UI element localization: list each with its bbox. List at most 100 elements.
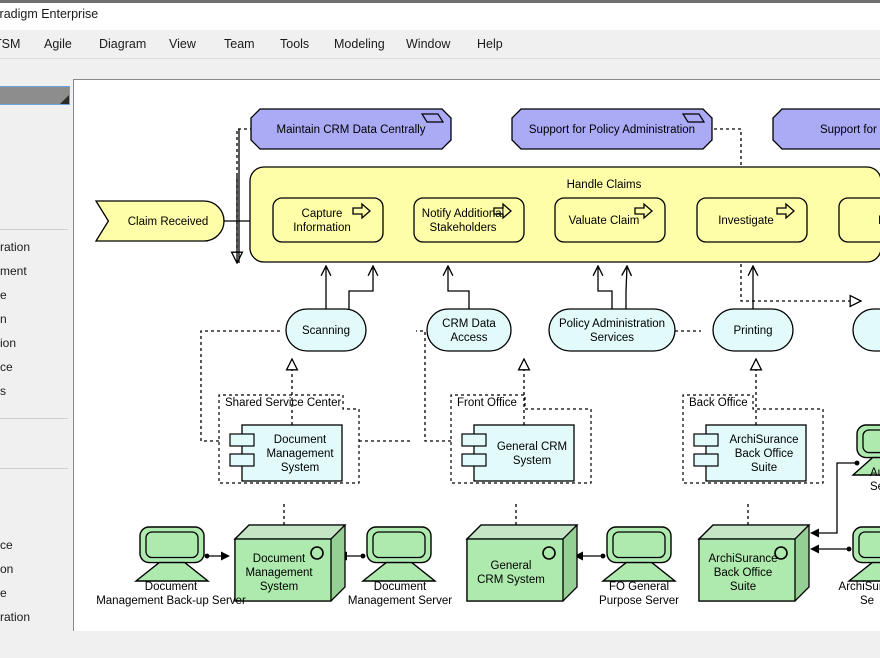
svg-text:Maintain CRM Data Centrally: Maintain CRM Data Centrally (277, 124, 426, 136)
sidebar-item-b-3[interactable]: ration (0, 610, 31, 624)
menu-item-agile[interactable]: Agile (44, 37, 72, 51)
business-process-4[interactable] (838, 197, 880, 243)
sidebar-item-a-3[interactable]: n (0, 312, 7, 326)
service-shape (426, 308, 512, 352)
sidebar-item-b-1[interactable]: on (0, 562, 14, 576)
motivation-element-2[interactable] (772, 108, 880, 150)
sidebar-item-b-0[interactable]: ce (0, 538, 13, 552)
technology-device-4[interactable] (851, 424, 880, 476)
motivation-element-1[interactable] (511, 108, 713, 150)
svg-text:Valuate Claim: Valuate Claim (569, 215, 640, 227)
diagram-canvas[interactable]: Maintain CRM Data Centrally Support for P… (73, 79, 880, 631)
svg-text:Investigate: Investigate (718, 215, 774, 227)
process-arrow-icon (776, 202, 795, 220)
node-icon (310, 546, 324, 560)
svg-text:Capture: Capture (302, 208, 343, 220)
business-event[interactable] (94, 200, 225, 242)
connector (416, 330, 451, 442)
menu-item-window[interactable]: Window (406, 37, 451, 51)
svg-text:General: General (491, 560, 532, 572)
sidebar-divider (0, 418, 68, 419)
menu-item-diagram[interactable]: Diagram (99, 37, 147, 51)
sidebar-item-b-2[interactable]: e (0, 586, 7, 600)
archimate-diagram[interactable]: Maintain CRM Data Centrally Support for P… (74, 80, 880, 631)
menu-item-view[interactable]: View (169, 37, 196, 51)
grouping-1[interactable] (450, 394, 592, 484)
svg-text:Support for Policy Administrat: Support for Policy Administration (529, 124, 695, 136)
technology-device-0[interactable] (133, 526, 211, 582)
application-component-1[interactable] (461, 424, 575, 482)
menu-item-modeling[interactable]: Modeling (334, 37, 385, 51)
svg-text:Suite: Suite (730, 581, 756, 593)
svg-text:Au: Au (870, 467, 880, 479)
component-port-icon (461, 433, 487, 447)
process-label-2: Valuate Claim (569, 215, 640, 227)
device-stand (846, 561, 880, 582)
sidebar-selected-item[interactable] (0, 86, 70, 105)
technology-node-1[interactable] (465, 524, 579, 602)
svg-text:Access: Access (450, 332, 487, 344)
application-service-2[interactable] (548, 308, 676, 352)
device-stand (360, 561, 438, 582)
node-top (465, 524, 579, 540)
sidebar-item-a-5[interactable]: ce (0, 360, 13, 374)
device-inner-screen (372, 531, 426, 559)
service-shape (852, 308, 880, 352)
application-service-0[interactable] (285, 308, 367, 352)
sidebar-item-a-4[interactable]: ion (0, 336, 17, 350)
svg-text:Management Back-up Server: Management Back-up Server (96, 595, 246, 607)
technology-node-2[interactable] (697, 524, 811, 602)
svg-text:Suite: Suite (751, 462, 777, 474)
requirement-icon (681, 113, 706, 123)
device-stand (851, 456, 880, 476)
application-service-1[interactable] (426, 308, 512, 352)
business-process-1[interactable] (413, 197, 525, 243)
menu-item-team[interactable]: Team (224, 37, 255, 51)
svg-text:Pay: Pay (878, 215, 880, 227)
svg-text:ArchiSurance: ArchiSurance (708, 553, 777, 565)
menu-item-tsm[interactable]: TSM (0, 37, 21, 51)
svg-text:Document: Document (374, 581, 427, 593)
technology-device-1[interactable] (360, 526, 438, 582)
application-component-2[interactable] (693, 424, 807, 482)
menu-item-help[interactable]: Help (477, 37, 503, 51)
sidebar-item-a-0[interactable]: ration (0, 240, 31, 254)
service-shape (548, 308, 676, 352)
svg-text:Back Office: Back Office (714, 567, 773, 579)
node-icon (542, 546, 556, 560)
sidebar-item-a-2[interactable]: e (0, 288, 7, 302)
business-process-2[interactable] (554, 197, 666, 243)
technology-device-3[interactable] (846, 526, 880, 582)
business-process-3[interactable] (696, 197, 808, 243)
component-port-icon (693, 433, 719, 447)
motivation-label-1: Support for Policy Administration (529, 124, 695, 136)
technology-node-0[interactable] (233, 524, 347, 602)
business-process-0[interactable] (272, 197, 384, 243)
svg-text:Handle Claims: Handle Claims (567, 179, 642, 191)
menu-item-tools[interactable]: Tools (280, 37, 310, 51)
svg-text:Notify Additional: Notify Additional (422, 208, 504, 220)
application-component-0[interactable] (229, 424, 343, 482)
node-top (233, 524, 347, 540)
component-port-icon (229, 433, 255, 447)
application-service-4[interactable] (852, 308, 880, 352)
motivation-element-0[interactable] (250, 108, 452, 150)
technology-device-2[interactable] (600, 526, 678, 582)
grouping-2[interactable] (682, 394, 824, 484)
node-front (466, 538, 564, 602)
service-label-0: Scanning (302, 325, 350, 337)
svg-text:CRM Data: CRM Data (442, 318, 496, 330)
motivation-label-2: Support for Financial (820, 124, 880, 136)
svg-text:Management Server: Management Server (348, 595, 452, 607)
grouping-label-1: Front Office (457, 397, 517, 409)
sidebar-item-a-6[interactable]: s (0, 384, 6, 398)
menu-bar[interactable]: TSM Agile Diagram View Team Tools Modeling Wind… (0, 30, 880, 59)
application-service-3[interactable] (712, 308, 794, 352)
sidebar-item-a-1[interactable]: ment (0, 264, 27, 278)
